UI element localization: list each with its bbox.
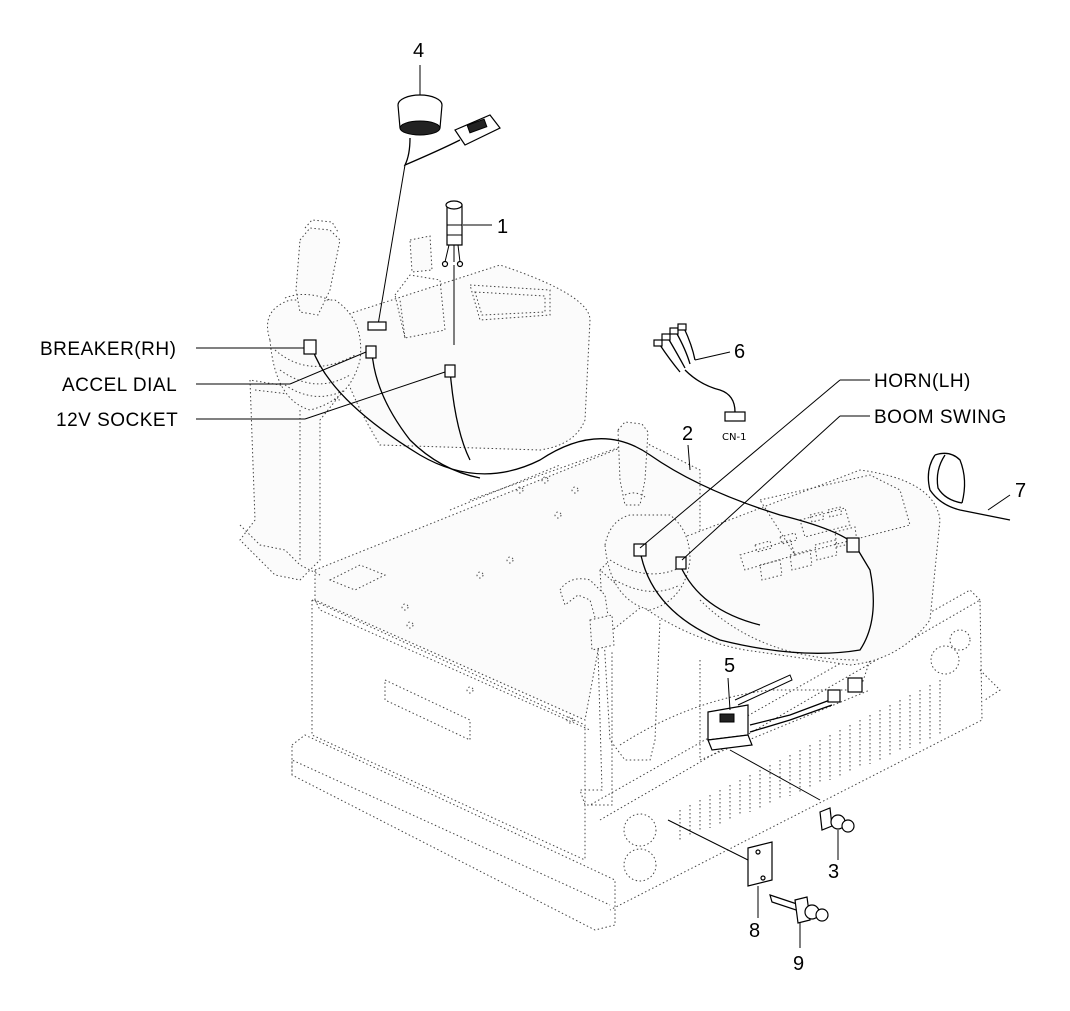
- leader-lines: [196, 65, 1011, 561]
- breaker-connector: [303, 339, 317, 355]
- socket-part: [441, 200, 492, 345]
- bolt-part-3: [819, 807, 855, 860]
- socket-connector: [444, 364, 456, 378]
- vent-slats: [679, 680, 941, 840]
- plate-part: [667, 819, 773, 918]
- seat-frame: [291, 439, 1001, 931]
- accel-connector: [365, 345, 377, 359]
- switch-panel: [739, 506, 858, 581]
- horn-connector: [633, 543, 647, 557]
- label-breaker-rh: BREAKER(RH): [40, 339, 176, 360]
- callout-labels: BREAKER(RH) ACCEL DIAL 12V SOCKET HORN(L…: [40, 339, 1007, 443]
- label-12v-socket: 12V SOCKET: [56, 410, 178, 431]
- wiring-harness: [311, 347, 874, 654]
- part-number-1: 1: [497, 216, 508, 238]
- left-console: [239, 219, 591, 581]
- label-cn-1: CN-1: [722, 432, 746, 443]
- cn1-harness-part: [653, 323, 746, 422]
- part-number-9: 9: [793, 953, 804, 975]
- label-accel-dial: ACCEL DIAL: [62, 375, 177, 396]
- tube-part: [927, 452, 1011, 521]
- part-number-8: 8: [749, 920, 760, 942]
- part-number-5: 5: [724, 655, 735, 677]
- boom-connector: [675, 556, 687, 570]
- part-number-7: 7: [1015, 480, 1026, 502]
- harness-connectors: [303, 339, 860, 570]
- bolt-part-9: [769, 894, 829, 948]
- switch-part: [707, 674, 863, 801]
- panel-connector: [846, 537, 860, 553]
- part-number-3: 3: [828, 861, 839, 883]
- part-numbers: 4 1 6 2 7 5 3 8 9: [413, 40, 1026, 975]
- part-number-4: 4: [413, 40, 424, 62]
- part-number-6: 6: [734, 341, 745, 363]
- part-number-2: 2: [682, 423, 693, 445]
- label-horn-lh: HORN(LH): [874, 371, 971, 392]
- label-boom-swing: BOOM SWING: [874, 407, 1007, 428]
